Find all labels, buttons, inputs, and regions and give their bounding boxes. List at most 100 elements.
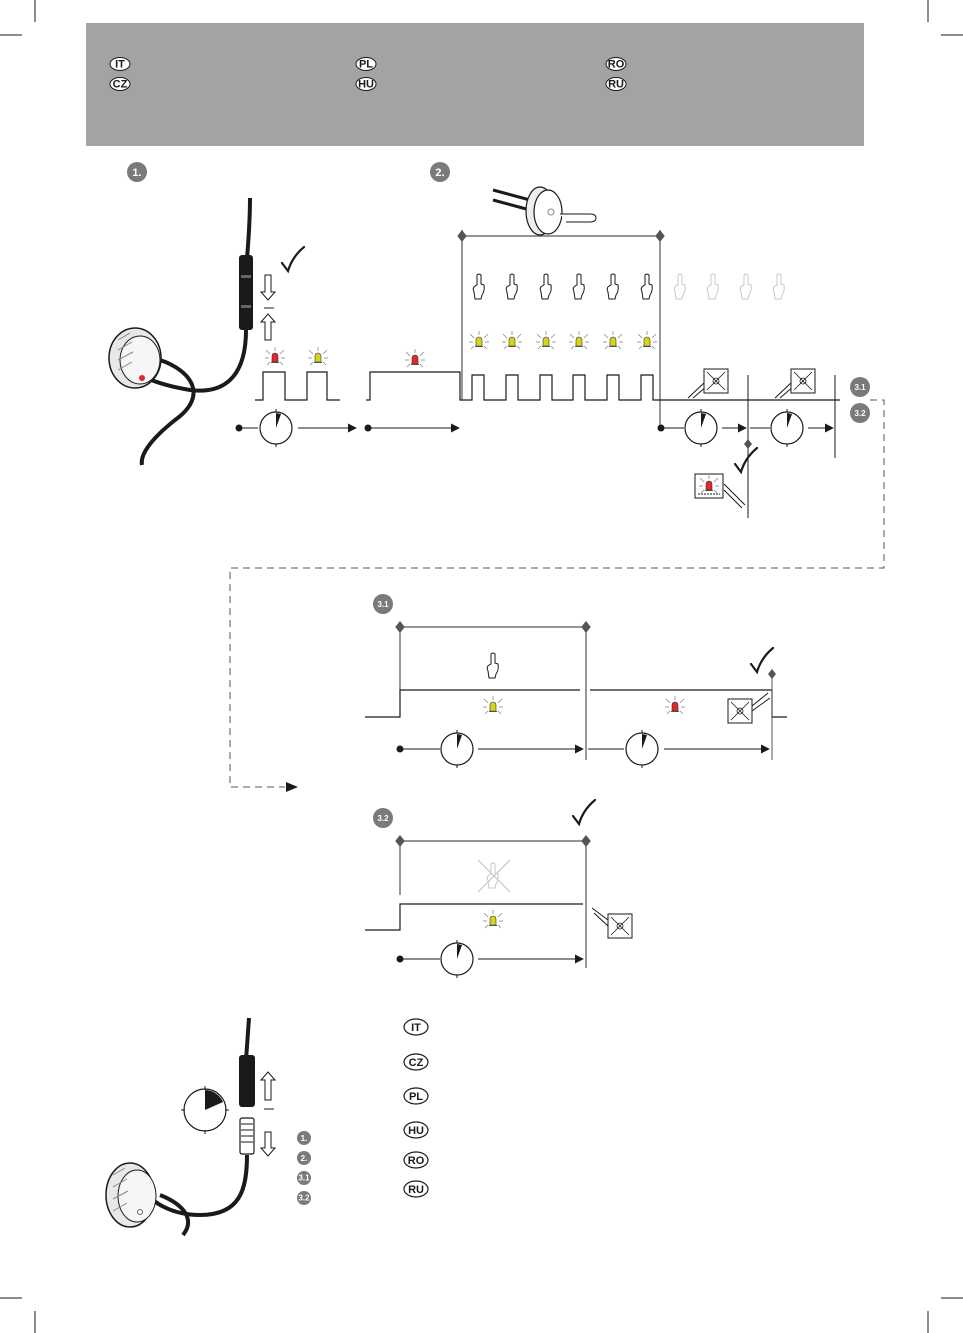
badge-ro: RO xyxy=(605,57,627,71)
led-blink-icon xyxy=(307,346,329,366)
dashed-route xyxy=(229,399,885,788)
legend-step-1: 1. xyxy=(297,1131,311,1145)
step-3-2-section-marker: 3.2 xyxy=(373,808,393,828)
header-language-badges: IT PL RO CZ HU RU xyxy=(109,57,627,91)
touch-sensor-icon xyxy=(108,197,253,466)
svg-text:3.2: 3.2 xyxy=(298,1194,310,1203)
connect-arrows xyxy=(259,274,277,341)
led-panel-icon xyxy=(694,473,746,509)
step2-bracket xyxy=(457,230,665,428)
svg-text:3.2: 3.2 xyxy=(377,814,389,823)
svg-text:1.: 1. xyxy=(132,167,141,179)
header-band xyxy=(86,23,864,146)
svg-text:3.1: 3.1 xyxy=(377,600,389,609)
svg-text:3.2: 3.2 xyxy=(854,409,866,418)
svg-text:1.: 1. xyxy=(301,1134,308,1143)
section32-bracket xyxy=(395,835,591,968)
legend-step-markers: 1. 2. 3.1 3.2 xyxy=(297,1131,311,1205)
checkmark-icon xyxy=(280,245,306,273)
section32-timer-row xyxy=(396,939,584,979)
finger-press-icon xyxy=(606,273,619,300)
finger-press-icon xyxy=(706,273,719,300)
bottom-sensor-icon xyxy=(105,1017,255,1237)
finger-press-icon xyxy=(486,652,499,679)
led-blink-icon xyxy=(482,695,504,715)
checkmark-icon xyxy=(733,446,759,474)
timer-dial-icon xyxy=(684,408,718,448)
section31-timer-row xyxy=(396,729,770,769)
svg-text:RO: RO xyxy=(608,59,625,71)
legend-badge-cz: CZ xyxy=(403,1053,429,1071)
finger-press-icon xyxy=(739,273,752,300)
badge-hu: HU xyxy=(355,77,377,91)
bottom-timer-dial-icon xyxy=(181,1086,229,1134)
svg-text:3.1: 3.1 xyxy=(854,383,866,392)
svg-text:RU: RU xyxy=(608,79,624,91)
legend-step-2: 2. xyxy=(297,1151,311,1165)
section31-bracket xyxy=(395,621,591,760)
finger-press-icon xyxy=(772,273,785,300)
section32-nosignal xyxy=(591,907,633,939)
legend-step-3-2: 3.2 xyxy=(297,1191,311,1205)
svg-text:2.: 2. xyxy=(301,1154,308,1163)
svg-text:RU: RU xyxy=(408,1184,424,1196)
step2-sensor-icon xyxy=(492,186,597,236)
step-3-1-marker: 3.1 xyxy=(850,377,870,397)
step2-timer-row xyxy=(657,375,836,518)
no-touch-icon xyxy=(477,859,511,893)
timer-dial-icon xyxy=(440,939,474,979)
finger-press-icon xyxy=(673,273,686,300)
svg-text:PL: PL xyxy=(359,59,373,71)
section32-wave xyxy=(365,903,583,931)
svg-text:IT: IT xyxy=(115,59,125,71)
legend-badge-ru: RU xyxy=(403,1180,429,1198)
step2-no-signal-boxes xyxy=(687,368,816,399)
crossed-signal-icon xyxy=(703,368,729,394)
svg-text:3.1: 3.1 xyxy=(298,1174,310,1183)
finger-press-icon xyxy=(505,273,518,300)
crossed-signal-icon xyxy=(790,368,816,394)
finger-press-icon xyxy=(640,273,653,300)
step2-pulse-wave xyxy=(465,374,840,401)
section31-nosignal xyxy=(727,692,771,724)
checkmark-icon xyxy=(749,646,775,674)
svg-text:PL: PL xyxy=(409,1091,423,1103)
badge-it: IT xyxy=(109,57,131,71)
step-3-2-marker: 3.2 xyxy=(850,403,870,423)
section31-wave xyxy=(365,689,787,718)
led-blink-icon xyxy=(264,346,286,366)
step1-waveform xyxy=(255,371,465,401)
legend-language-badges: IT CZ PL HU RO RU xyxy=(403,1018,429,1198)
legend-badge-ro: RO xyxy=(403,1151,429,1169)
timer-dial-icon xyxy=(259,408,293,448)
svg-text:IT: IT xyxy=(411,1022,421,1034)
svg-text:CZ: CZ xyxy=(113,79,128,91)
timer-dial-icon xyxy=(770,408,804,448)
led-blink-icon xyxy=(404,348,426,368)
svg-text:HU: HU xyxy=(358,79,374,91)
timer-dial-icon xyxy=(440,729,474,769)
step2-finger-row xyxy=(472,273,785,300)
legend-badge-hu: HU xyxy=(403,1121,429,1139)
step2-led-row xyxy=(468,330,658,350)
finger-press-icon xyxy=(539,273,552,300)
timer-dial-icon xyxy=(625,729,659,769)
legend-badge-pl: PL xyxy=(403,1087,429,1105)
svg-text:RO: RO xyxy=(408,1155,425,1167)
section31-diamond xyxy=(768,669,776,760)
checkmark-icon xyxy=(571,798,597,826)
badge-cz: CZ xyxy=(109,77,131,91)
bottom-connect-arrows xyxy=(259,1071,277,1157)
led-blink-icon xyxy=(664,695,686,715)
led-blink-icon xyxy=(482,909,504,929)
badge-pl: PL xyxy=(355,57,377,71)
step-3-1-section-marker: 3.1 xyxy=(373,594,393,614)
step1-timer-row xyxy=(235,408,460,448)
svg-text:HU: HU xyxy=(408,1125,424,1137)
step-2-marker: 2. xyxy=(430,162,450,182)
finger-press-icon xyxy=(472,273,485,300)
legend-badge-it: IT xyxy=(403,1018,429,1036)
legend-step-3-1: 3.1 xyxy=(297,1171,311,1185)
